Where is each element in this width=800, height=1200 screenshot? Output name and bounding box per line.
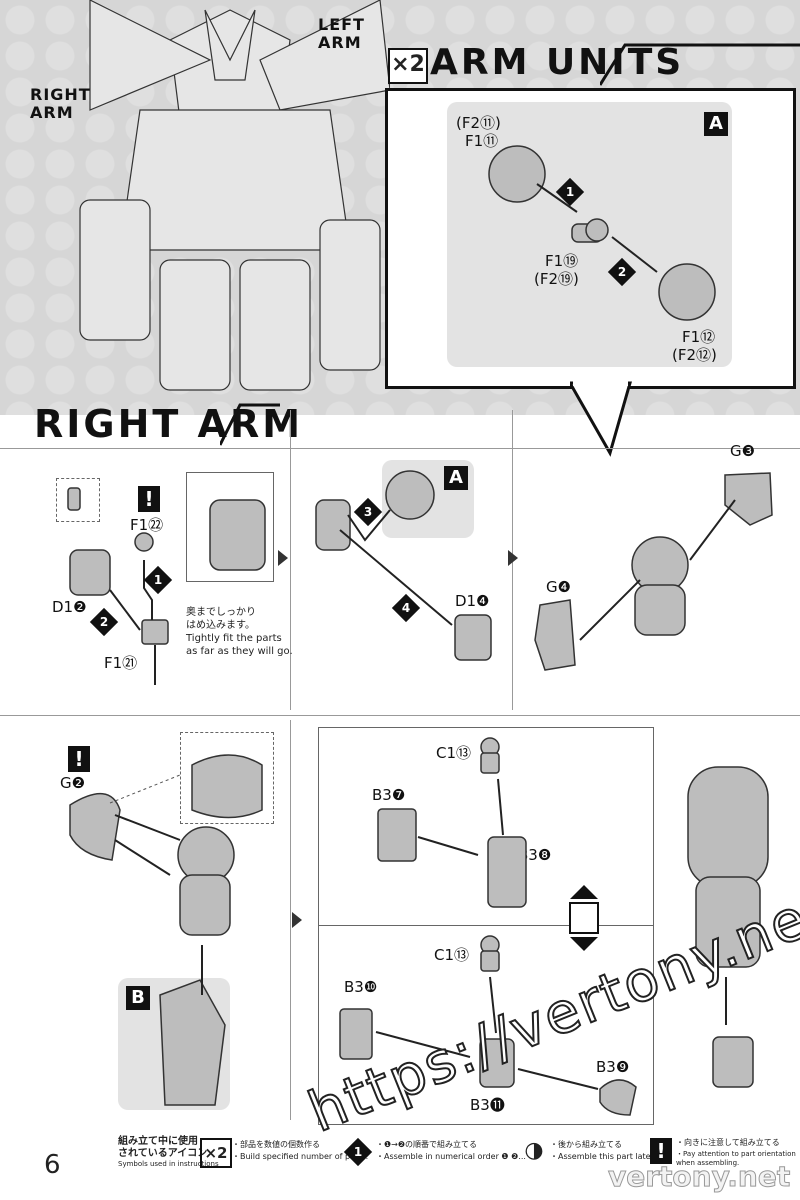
part-f1-19: F1⑲ [545, 252, 579, 270]
p1-part-f1-21: F1㉑ [104, 654, 138, 672]
p5-part-b3-9: B3❾ [596, 1058, 630, 1076]
legend-x2-icon: ×2 [200, 1138, 232, 1168]
part-f2-12-alt: (F2⑫) [672, 346, 717, 364]
p4-detail-box [180, 732, 274, 824]
p1-note-jp: 奥までしっかり はめ込みます。 [186, 607, 256, 631]
legend-item-2-en: ・Assemble in numerical order ❶ ❷... [376, 1152, 526, 1161]
legend-step-icon: 1 [343, 1137, 373, 1167]
step-1-badge: 1 [555, 177, 585, 207]
robot-illustration [79, 0, 390, 391]
row1-top-rule [0, 448, 800, 449]
p1-detail-box [186, 472, 274, 582]
legend-title-en: Symbols used in instructions [118, 1160, 219, 1168]
legend-item-3-jp: ・後から組み立てる [550, 1140, 622, 1149]
legend-item-2-jp: ・❶→❷の順番で組み立てる [376, 1140, 478, 1149]
p2-step-4: 4 [391, 593, 421, 623]
p2-part-d1-4: D1❹ [455, 592, 490, 610]
p5-part-c1-13-top: C1⑬ [436, 744, 472, 762]
p3-part-g3: G❸ [730, 442, 756, 460]
p5-part-b3-7: B3❼ [372, 786, 406, 804]
arm-units-parts-diagram [488, 145, 716, 321]
p4-sub-label-b: B [126, 986, 150, 1010]
p5-parts-diagram [339, 737, 769, 1116]
p2-parts-diagram [315, 470, 492, 661]
legend-item-4-jp: ・向きに注意して組み立てる [676, 1138, 780, 1147]
part-f1-12: F1⑫ [682, 328, 716, 346]
p5-part-c1-13-bottom: C1⑬ [434, 946, 470, 964]
p4-parts-diagram [69, 754, 263, 1106]
legend-item-1-en: ・Build specified number of parts. [232, 1152, 369, 1161]
p1-parts-diagram [67, 487, 266, 685]
p1-note-en: Tightly fit the parts as far as they wil… [186, 633, 293, 657]
legend-title-jp: 組み立て中に使用 されているアイコン [118, 1136, 208, 1160]
arm-units-title: ARM UNITS [430, 42, 685, 83]
site-watermark: vertony.net [607, 1160, 791, 1194]
legend-item-3-en: ・Assemble this part later. [550, 1152, 656, 1161]
part-f2-11-alt: (F2⑪) [456, 114, 501, 132]
divider-3 [290, 720, 291, 1120]
p2-step-3: 3 [353, 497, 383, 527]
left-arm-label: LEFT ARM [318, 15, 365, 52]
p5-top-box [318, 727, 654, 926]
row2-top-rule [0, 715, 800, 716]
right-arm-title: RIGHT ARM [34, 402, 304, 446]
part-f2-19-alt: (F2⑲) [534, 270, 579, 288]
attention-icon-2: ! [68, 746, 90, 772]
p5-bottom-box [318, 924, 654, 1125]
p1-step-1: 1 [143, 565, 173, 595]
sub-label-a: A [704, 112, 728, 136]
p1-next-arrow [278, 550, 288, 566]
legend-item-4-en: ・Pay attention to part orientation when … [676, 1150, 796, 1167]
callout-tail [570, 378, 632, 457]
p2-next-arrow [508, 550, 518, 566]
x2-badge: ×2 [388, 48, 428, 84]
legend-attention-icon: ! [650, 1138, 672, 1164]
divider-1 [290, 410, 291, 710]
legend-item-1-jp: ・部品を数値の個数作る [232, 1140, 320, 1149]
attention-icon-1: ! [138, 486, 160, 512]
p1-zoom-box [56, 478, 100, 522]
p3-parts-diagram [534, 472, 773, 671]
p2-sub-label-a: A [444, 466, 468, 490]
p1-part-f1-22: F1㉒ [130, 516, 164, 534]
step-2-badge: 2 [607, 257, 637, 287]
right-arm-label: RIGHT ARM [30, 85, 91, 122]
p1-part-d1-2: D1❷ [52, 598, 87, 616]
p1-step-2: 2 [89, 607, 119, 637]
p3-part-g4: G❹ [546, 578, 572, 596]
right-arm-title-rule [220, 403, 280, 446]
p4-next-arrow [292, 912, 302, 928]
part-f1-11: F1⑪ [465, 132, 499, 150]
legend-later-icon: ◑ [524, 1138, 544, 1163]
page-number: 6 [44, 1150, 61, 1180]
p4-part-g2: G❷ [60, 774, 86, 792]
title-underline [600, 43, 800, 86]
p5-part-b3-11: B3⓫ [470, 1096, 505, 1114]
p5-part-b3-10: B3❿ [344, 978, 378, 996]
